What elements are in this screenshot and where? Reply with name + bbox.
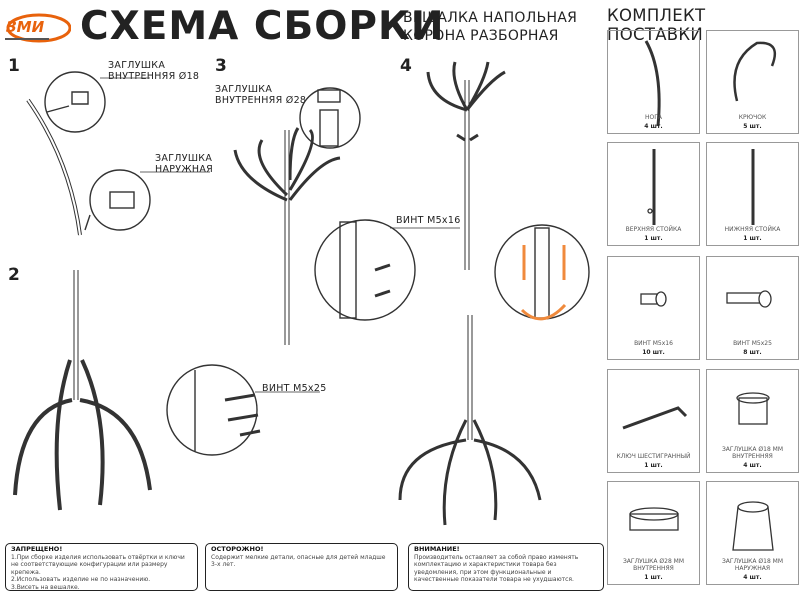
callout-screw-m5x25: ВИНТ М5х25 <box>262 383 327 394</box>
kit-item-qty: 1 шт. <box>644 462 663 469</box>
note-forbidden: ЗАПРЕЩЕНО! 1.При сборке изделия использо… <box>5 543 198 591</box>
step-2-base-drawing <box>13 270 320 511</box>
hex-key-icon <box>622 406 688 430</box>
kit-item-name: КЛЮЧ ШЕСТИГРАННЫЙ <box>616 453 691 460</box>
kit-item-qty: 4 шт. <box>743 574 762 581</box>
kit-item-hex-key: КЛЮЧ ШЕСТИГРАННЫЙ 1 шт. <box>607 369 700 473</box>
kit-title: КОМПЛЕКТ ПОСТАВКИ <box>607 6 706 44</box>
step-1-leg-drawing <box>26 71 210 236</box>
kit-item-qty: 5 шт. <box>743 123 762 130</box>
kit-item-plug-inner-18: ЗАГЛУШКА Ø18 ММ ВНУТРЕННЯЯ 4 шт. <box>706 369 799 473</box>
kit-item-name: НОГА <box>645 114 662 121</box>
kit-item-name: ВЕРХНЯЯ СТОЙКА <box>625 226 682 233</box>
kit-item-qty: 1 шт. <box>644 235 663 242</box>
subtitle-line-2: КОРОНА РАЗБОРНАЯ <box>403 28 559 44</box>
kit-item-qty: 1 шт. <box>743 235 762 242</box>
kit-item-lower-pole: НИЖНЯЯ СТОЙКА 1 шт. <box>706 142 799 246</box>
hook-icon <box>733 41 777 102</box>
plug-inner-28-icon <box>629 507 679 531</box>
upper-pole-icon <box>647 149 656 225</box>
callout-screw-m5x16: ВИНТ М5х16 <box>396 215 461 226</box>
kit-item-qty: 1 шт. <box>644 574 663 581</box>
kit-item-upper-pole: ВЕРХНЯЯ СТОЙКА 1 шт. <box>607 142 700 246</box>
kit-item-screw-long: ВИНТ М5х25 8 шт. <box>706 256 799 360</box>
step-1-number: 1 <box>8 56 20 76</box>
plug-inner-18-icon <box>736 392 770 425</box>
subtitle-line-1: ВЕШАЛКА НАПОЛЬНАЯ <box>403 10 578 26</box>
kit-item-plug-inner-28: ЗАГЛУШКА Ø28 ММ ВНУТРЕННЯЯ 1 шт. <box>607 481 700 585</box>
lower-pole-icon <box>751 149 755 225</box>
kit-item-hook: КРЮЧОК 5 шт. <box>706 30 799 134</box>
plug-outer-18-icon <box>732 501 774 551</box>
kit-item-leg: НОГА 4 шт. <box>607 30 700 134</box>
kit-item-plug-outer-18: ЗАГЛУШКА Ø18 ММ НАРУЖНАЯ 4 шт. <box>706 481 799 585</box>
page-title: СХЕМА СБОРКИ <box>80 4 445 49</box>
kit-item-name: НИЖНЯЯ СТОЙКА <box>724 226 781 233</box>
kit-item-name: ЗАГЛУШКА Ø18 ММ ВНУТРЕННЯЯ <box>721 446 784 460</box>
screw-short-icon <box>640 291 667 307</box>
kit-item-qty: 4 шт. <box>743 462 762 469</box>
step-3-number: 3 <box>215 56 227 76</box>
kit-item-name: ВИНТ М5х25 <box>733 340 772 347</box>
logo-text: ЗМИ <box>6 18 45 36</box>
step-3-top-drawing <box>233 87 460 345</box>
note-caution: ОСТОРОЖНО!Содержит мелкие детали, опасны… <box>205 543 398 591</box>
kit-item-qty: 4 шт. <box>644 123 663 130</box>
step-4-number: 4 <box>400 56 412 76</box>
step-4-full-stand-drawing <box>398 61 590 526</box>
kit-item-name: ВИНТ М5х16 <box>634 340 673 347</box>
note-attention: ВНИМАНИЕ!Производитель оставляет за собо… <box>408 543 604 591</box>
kit-item-name: КРЮЧОК <box>738 114 767 121</box>
screw-long-icon <box>726 290 772 308</box>
step-2-number: 2 <box>8 265 20 285</box>
kit-item-name: ЗАГЛУШКА Ø18 ММ НАРУЖНАЯ <box>721 558 784 572</box>
leg-icon <box>644 40 661 127</box>
logo: ЗМИ <box>3 12 72 44</box>
assembly-diagrams <box>13 61 590 526</box>
kit-item-screw-short: ВИНТ М5х16 10 шт. <box>607 256 700 360</box>
kit-item-qty: 8 шт. <box>743 349 762 356</box>
logo-swoosh-icon <box>5 13 72 43</box>
kit-item-qty: 10 шт. <box>642 349 665 356</box>
kit-item-name: ЗАГЛУШКА Ø28 ММ ВНУТРЕННЯЯ <box>622 558 685 572</box>
